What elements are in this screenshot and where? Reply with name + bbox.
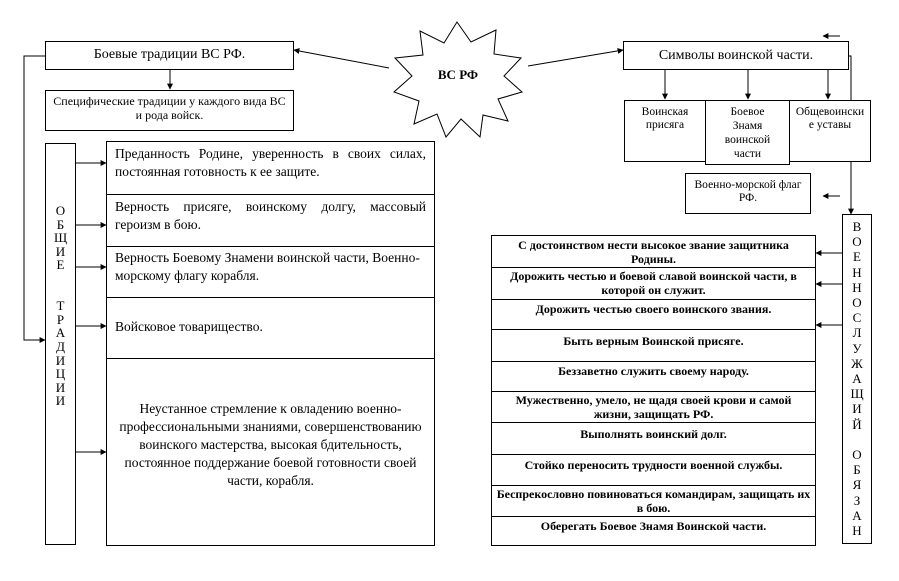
- naval-flag-box: Военно-морской флаг РФ.: [685, 173, 811, 214]
- arrow-traditions-to-general: [23, 55, 46, 343]
- divider: [107, 358, 434, 359]
- divider: [492, 267, 815, 268]
- tradition-item-3: Верность Боевому Знамени воинской части,…: [115, 250, 420, 283]
- duty-item-1: С достоинством нести высокое звание защи…: [518, 238, 789, 266]
- divider: [492, 422, 815, 423]
- duty-item-8: Стойко переносить трудности военной служ…: [524, 458, 783, 472]
- tradition-item-5: Неустанное стремление к овладению военно…: [119, 401, 422, 488]
- vertical-letter: Н: [852, 523, 862, 539]
- duty-item-4: Быть верным Воинской присяге.: [563, 334, 744, 348]
- vertical-letter: И: [55, 393, 66, 409]
- vertical-letter: Я: [852, 477, 862, 493]
- oath-box: Воинская присяга: [624, 100, 706, 162]
- symbols-title: Символы воинской части.: [658, 48, 814, 63]
- specific-traditions-text: Специфические традиции у каждого вида ВС…: [53, 94, 286, 122]
- duty-item-2: Дорожить честью и боевой славой воинской…: [510, 269, 797, 297]
- vertical-letter: И: [55, 352, 66, 368]
- vertical-letter: А: [852, 371, 862, 387]
- vertical-letter: В: [852, 219, 862, 234]
- star-shape: [393, 21, 524, 139]
- vertical-letter: О: [852, 447, 862, 463]
- regulations-text: Общевоинские уставы: [795, 106, 865, 132]
- divider: [107, 194, 434, 195]
- divider: [492, 299, 815, 300]
- divider: [107, 297, 434, 298]
- naval-flag-text: Военно-морской флаг РФ.: [694, 179, 802, 205]
- vertical-letter: Р: [56, 311, 65, 327]
- divider: [492, 361, 815, 362]
- divider: [492, 485, 815, 486]
- vertical-letter: Т: [56, 298, 65, 314]
- divider: [492, 454, 815, 455]
- specific-traditions-box: Специфические традиции у каждого вида ВС…: [45, 90, 294, 131]
- vertical-letter: Щ: [850, 386, 864, 402]
- vertical-letter: Л: [852, 325, 862, 341]
- vertical-letter: Ж: [851, 355, 863, 371]
- banner-text: Боевое Знамя воинской части: [724, 106, 771, 160]
- arrow-star-to-symbols: [527, 47, 624, 67]
- vertical-letter: Н: [852, 279, 862, 295]
- vertical-letter: С: [852, 310, 862, 326]
- duty-item-6: Мужественно, умело, не щадя своей крови …: [515, 393, 792, 421]
- vertical-letter: И: [55, 379, 66, 395]
- vertical-letter: А: [55, 325, 66, 341]
- duty-item-7: Выполнять воинский долг.: [580, 427, 727, 441]
- symbols-title-box: Символы воинской части.: [623, 41, 849, 70]
- vertical-letter: Н: [852, 264, 862, 280]
- vertical-letter: Б: [56, 216, 65, 232]
- vertical-letter: [46, 286, 75, 300]
- vertical-letter: Й: [852, 416, 862, 432]
- duty-item-9: Беспрекословно повиноваться командирам, …: [496, 487, 811, 515]
- vertical-letter: Е: [56, 257, 65, 273]
- vertical-letter: З: [853, 492, 861, 508]
- vertical-letter: О: [852, 295, 862, 311]
- vertical-letter: [843, 432, 871, 447]
- tradition-item-1: Преданность Родине, уверенность в своих …: [115, 146, 426, 179]
- regulations-box: Общевоинские уставы: [789, 100, 871, 162]
- divider: [107, 246, 434, 247]
- divider: [492, 391, 815, 392]
- duty-item-5: Беззаветно служить своему народу.: [558, 364, 749, 378]
- duties-box: С достоинством нести высокое звание защи…: [491, 235, 816, 546]
- tradition-item-4: Войсковое товарищество.: [115, 319, 263, 334]
- vertical-letter: И: [55, 243, 66, 259]
- duty-item-3: Дорожить честью своего воинского звания.: [535, 302, 772, 316]
- vertical-letter: Д: [56, 338, 65, 354]
- vertical-letter: У: [852, 340, 862, 356]
- traditions-title-box: Боевые традиции ВС РФ.: [45, 41, 294, 70]
- traditions-title: Боевые традиции ВС РФ.: [93, 47, 246, 62]
- vertical-letter: И: [852, 401, 862, 417]
- oath-text: Воинская присяга: [641, 106, 689, 132]
- vertical-letter: О: [852, 234, 862, 250]
- vertical-letter: [46, 272, 75, 286]
- tradition-items-box: Преданность Родине, уверенность в своих …: [106, 141, 435, 546]
- duty-item-10: Оберегать Боевое Знамя Воинской части.: [540, 519, 767, 533]
- center-label: ВС РФ: [437, 67, 479, 82]
- tradition-item-2: Верность присяге, воинскому долгу, массо…: [115, 199, 426, 232]
- banner-box: Боевое Знамя воинской части: [705, 100, 790, 165]
- vertical-letter: Щ: [53, 230, 68, 246]
- vertical-letter: Е: [853, 249, 861, 265]
- vertical-letter: Ц: [55, 366, 66, 382]
- vertical-letter: О: [55, 203, 66, 218]
- vertical-letter: Б: [853, 462, 861, 478]
- divider: [492, 329, 815, 330]
- vertical-letter: А: [852, 507, 862, 523]
- arrow-star-to-traditions: [293, 48, 390, 69]
- divider: [492, 516, 815, 517]
